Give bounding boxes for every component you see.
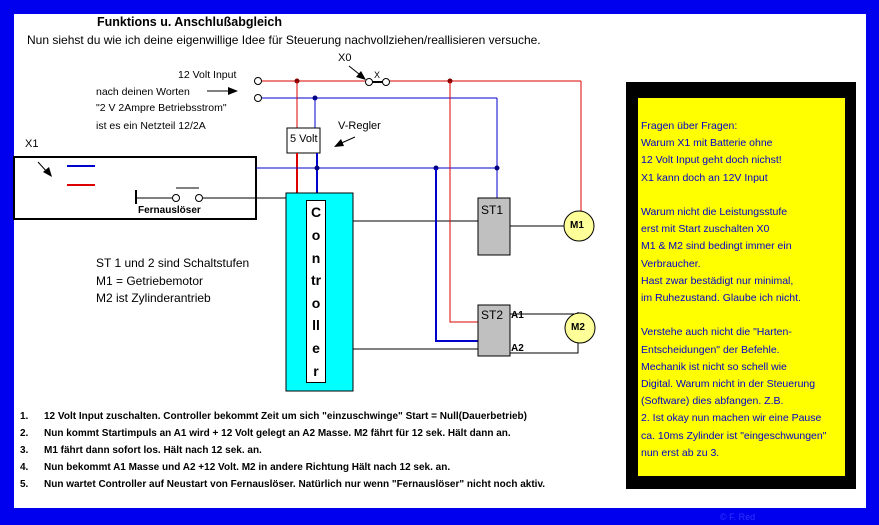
label-x: X xyxy=(374,70,381,80)
label-5-volt: 5 Volt xyxy=(290,133,318,145)
label-a1: A1 xyxy=(511,310,524,321)
step-number: 2. xyxy=(20,428,29,439)
question-line: Verbraucher. xyxy=(641,257,701,270)
step-item: 2. Nun kommt Startimpuls an A1 wird + 12 … xyxy=(20,425,545,442)
step-item: 3. M1 fährt dann sofort los. Hält nach 12… xyxy=(20,442,545,459)
legend-item: M1 = Getriebemotor xyxy=(96,273,204,288)
x1-arrowhead xyxy=(43,167,52,177)
question-line: X1 kann doch an 12V Input xyxy=(641,171,768,184)
step-text: M1 fährt dann sofort los. Hält nach 12 s… xyxy=(44,445,262,456)
step-text: Nun bekommt A1 Masse und A2 +12 Volt. M2… xyxy=(44,462,451,473)
legend-item: M2 ist Zylinderantrieb xyxy=(96,291,211,305)
step-item: 1. 12 Volt Input zuschalten. Controller b… xyxy=(20,408,545,425)
controller-letter: o xyxy=(311,226,321,243)
label-st1: ST1 xyxy=(481,203,504,217)
regulator-box xyxy=(286,127,321,154)
questions-panel xyxy=(638,98,845,476)
question-line: ca. 10ms Zylinder ist "eingeschwungen" xyxy=(641,429,827,442)
label-12v-input: 12 Volt Input xyxy=(178,69,237,81)
question-line: Warum nicht die Leistungsstufe xyxy=(641,206,788,219)
controller-letter: r xyxy=(313,362,319,379)
step-item: 4. Nun bekommt A1 Masse und A2 +12 Volt. … xyxy=(20,459,545,476)
controller-letter: C xyxy=(310,204,322,221)
step-number: 4. xyxy=(20,462,29,473)
fernausloeser-contact xyxy=(195,194,203,202)
label-betriebsstrom: "2 V 2Ampre Betriebsstrom" xyxy=(96,102,227,114)
controller-label: C o n tr o ll e r xyxy=(306,200,326,383)
label-nach-deinen-worten: nach deinen Worten xyxy=(96,86,190,98)
st1-box xyxy=(477,197,511,256)
controller-letter: e xyxy=(312,340,320,357)
question-line: Fragen über Fragen: xyxy=(641,120,738,132)
page-title: Funktions u. Anschlußabgleich xyxy=(97,15,282,29)
question-line: nun erst ab zu 3. xyxy=(641,446,720,459)
controller-letter: ll xyxy=(312,317,320,334)
label-x0: X0 xyxy=(338,52,352,64)
question-line xyxy=(641,307,826,324)
m2-motor xyxy=(564,312,596,344)
question-line: Hast zwar bestädigt nur minimal, xyxy=(641,274,794,287)
step-number: 3. xyxy=(20,445,29,456)
question-line: Entscheidungen" der Befehle. xyxy=(641,343,780,356)
terminal-plus xyxy=(254,77,262,85)
terminal-ground xyxy=(254,94,262,102)
x0-arrowhead xyxy=(356,71,366,80)
step-text: 12 Volt Input zuschalten. Controller bek… xyxy=(44,411,527,422)
fernausloeser-contact xyxy=(172,194,180,202)
step-text: Nun kommt Startimpuls an A1 wird + 12 Vo… xyxy=(44,428,511,439)
step-number: 5. xyxy=(20,479,29,490)
copyright: © F. Red xyxy=(720,512,756,522)
label-x1: X1 xyxy=(25,138,39,150)
label-m1: M1 xyxy=(570,220,584,231)
a2-to-m2 xyxy=(510,342,579,354)
legend: ST 1 und 2 sind Schaltstufen M1 = Getrie… xyxy=(96,255,249,308)
junction xyxy=(494,165,500,171)
question-line: 12 Volt Input geht doch nichst! xyxy=(641,154,782,167)
v-regler-arrowhead xyxy=(334,139,344,147)
x1-box xyxy=(13,156,257,220)
controller-letter: n xyxy=(311,249,321,266)
question-line: Mechanik ist nicht so schell wie xyxy=(641,360,787,373)
switch-x0-contact xyxy=(365,78,373,86)
question-line: Verstehe auch nicht die "Harten- xyxy=(641,326,792,339)
label-netzteil: ist es ein Netzteil 12/2A xyxy=(96,120,206,132)
label-a2: A2 xyxy=(511,343,524,354)
question-line: 2. Ist okay nun machen wir eine Pause xyxy=(641,412,822,425)
question-line: erst mit Start zuschalten X0 xyxy=(641,223,770,236)
controller-letter: o xyxy=(311,294,321,311)
label-m2: M2 xyxy=(571,322,585,333)
question-line: (Software) dies abfangen. Z.B. xyxy=(641,395,784,408)
switch-x0-contact xyxy=(382,78,390,86)
m1-motor xyxy=(563,210,595,242)
question-line: im Ruhezustand. Glaube ich nicht. xyxy=(641,292,801,305)
plus-to-st2 xyxy=(449,81,478,323)
question-line: Warum X1 mit Batterie ohne xyxy=(641,137,773,150)
ground-to-st2 xyxy=(435,168,478,342)
input-arrowhead xyxy=(228,87,238,95)
legend-item: ST 1 und 2 sind Schaltstufen xyxy=(96,256,250,270)
step-item: 5. Nun wartet Controller auf Neustart von… xyxy=(20,476,545,493)
label-st2: ST2 xyxy=(481,308,504,322)
st2-box xyxy=(477,304,511,357)
question-line: Digital. Warum nicht in der Steuerung xyxy=(641,378,816,391)
label-v-regler: V-Regler xyxy=(338,120,381,132)
controller-letter: tr xyxy=(310,272,322,289)
junction xyxy=(314,165,320,171)
step-list: 1. 12 Volt Input zuschalten. Controller b… xyxy=(20,408,545,493)
label-fernausloeser: Fernauslöser xyxy=(138,205,201,216)
page-subtitle: Nun siehst du wie ich deine eigenwillige… xyxy=(27,33,541,47)
question-line xyxy=(641,187,826,204)
question-line: M1 & M2 sind bedingt immer ein xyxy=(641,240,792,253)
questions-text: Fragen über Fragen: Warum X1 mit Batteri… xyxy=(641,118,826,462)
step-text: Nun wartet Controller auf Neustart von F… xyxy=(44,479,546,490)
step-number: 1. xyxy=(20,411,29,422)
